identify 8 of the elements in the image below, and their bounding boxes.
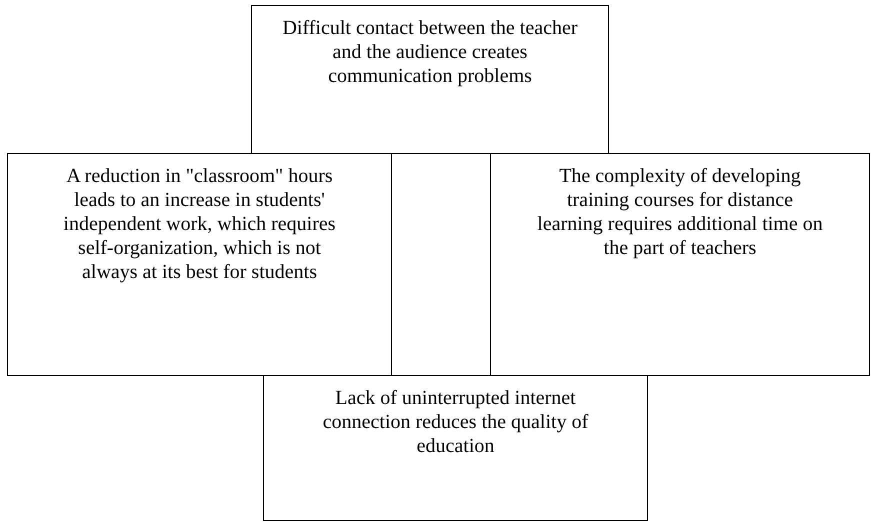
- box-text: Lack of uninterrupted internet connection reduces the quality of education: [322, 386, 590, 458]
- box-text: A reduction in "classroom" hours leads to an increase in students' independent work, which requires self-organization, which is not always at its best for students: [62, 164, 337, 284]
- text-box: [490, 153, 870, 376]
- box-text: Difficult contact between the teacher and the audience creates communication problems: [281, 16, 579, 88]
- text-box: [263, 375, 648, 521]
- box-text: The complexity of developing training courses for distance learning requires additional time on the part of teachers: [536, 164, 824, 260]
- text-box: [7, 153, 392, 376]
- text-box: [251, 5, 609, 154]
